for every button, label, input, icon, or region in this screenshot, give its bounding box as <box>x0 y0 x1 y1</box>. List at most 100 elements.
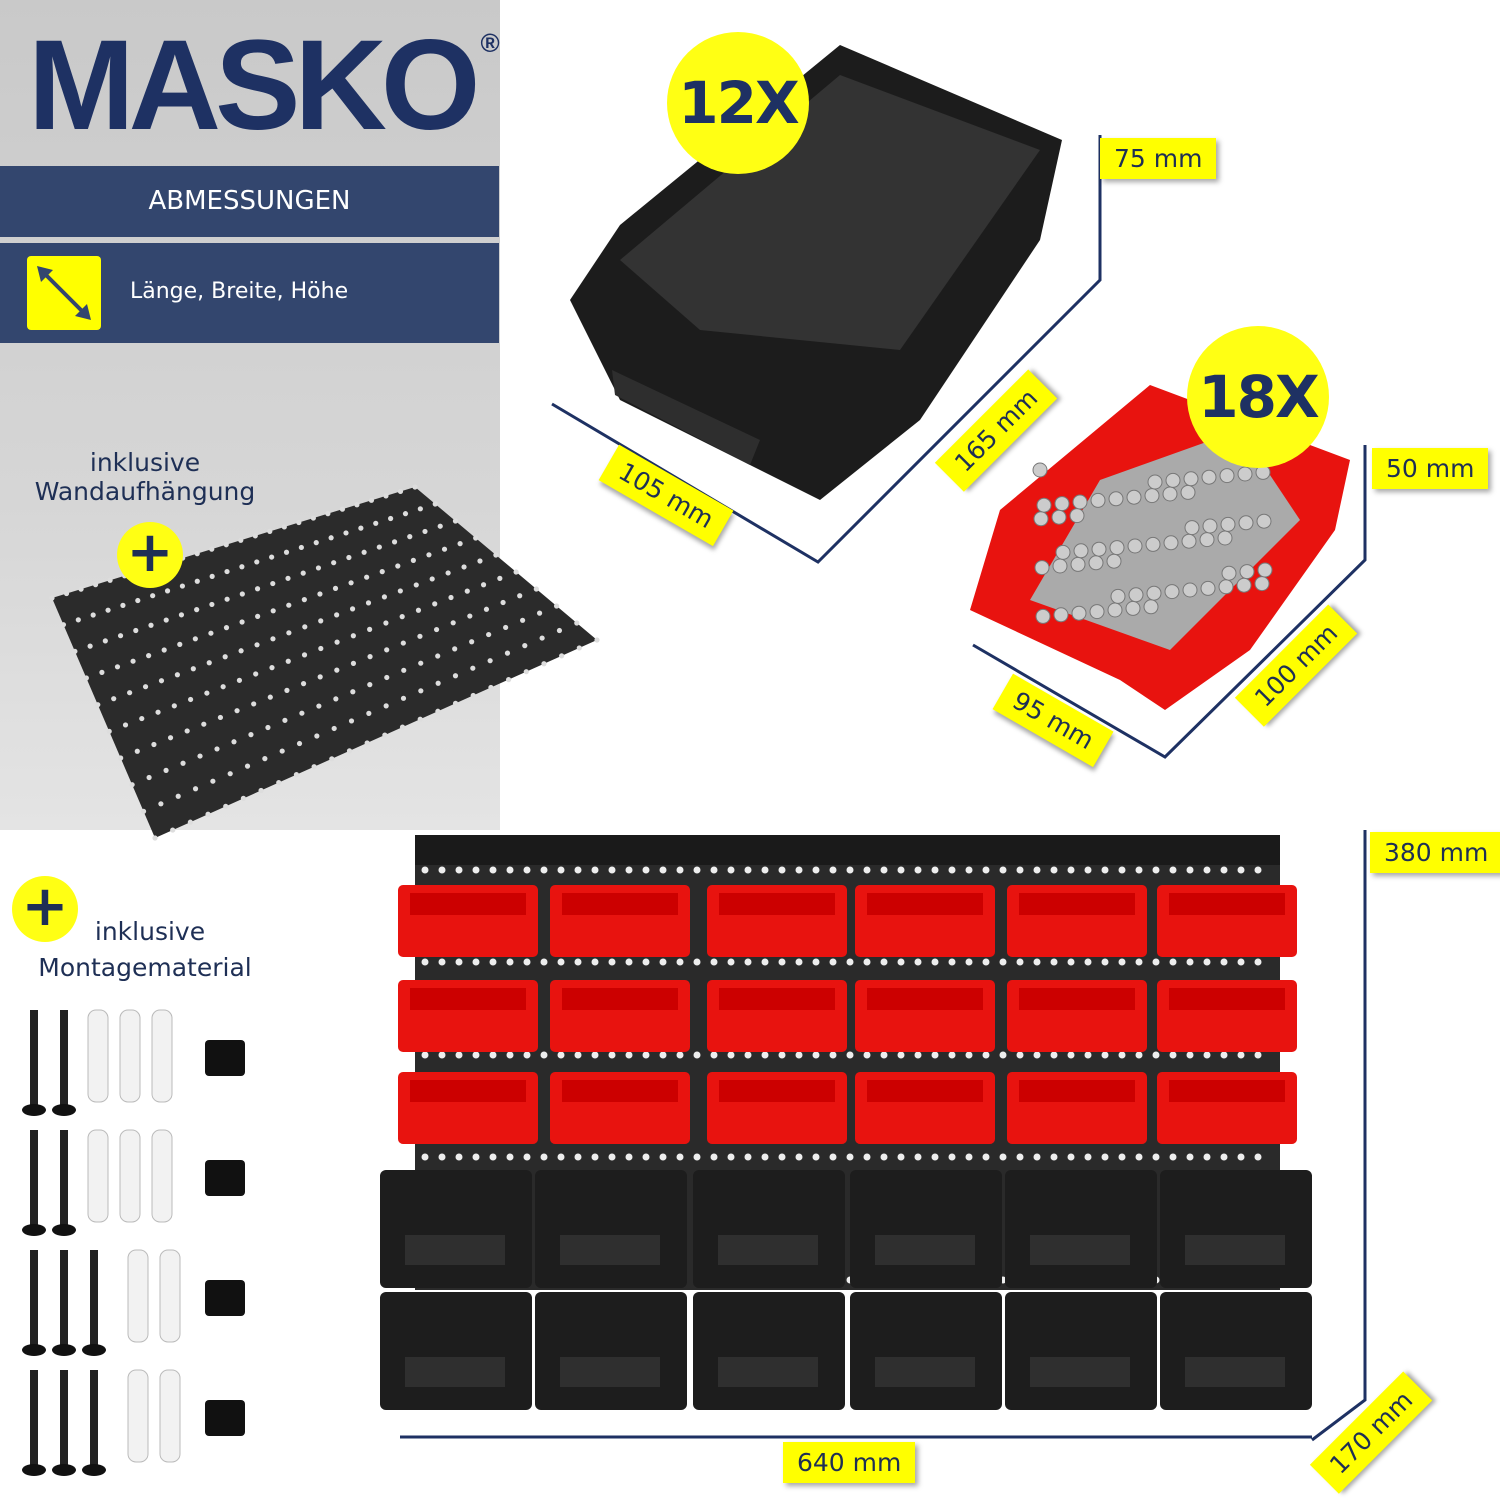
pegboard-hole <box>418 688 424 694</box>
pegboard-hole <box>204 690 210 696</box>
red-bin-rim <box>562 988 678 1010</box>
hex-nut <box>1219 468 1235 484</box>
hex-nut <box>1145 536 1161 552</box>
wall-hole <box>727 1051 735 1059</box>
pegboard-hole <box>500 599 506 606</box>
pegboard-hole <box>400 640 406 646</box>
wall-hole <box>727 866 735 874</box>
wall-hole <box>1186 866 1194 874</box>
screw <box>60 1370 68 1465</box>
pegboard-hole <box>238 537 244 543</box>
pegboard-hole <box>150 593 156 599</box>
wall-hole <box>557 958 565 966</box>
wall-hole <box>642 1051 650 1059</box>
pegboard-hole <box>574 620 580 626</box>
screw <box>60 1010 68 1105</box>
hex-nut <box>1221 565 1237 581</box>
pegboard-hole <box>151 741 157 748</box>
wall-hole <box>761 1051 769 1059</box>
pegboard-hole <box>504 650 511 656</box>
wall-hole <box>540 866 548 874</box>
wall-hole <box>1237 866 1245 874</box>
pegboard-hole <box>192 636 198 642</box>
wall-hole <box>1237 1051 1245 1059</box>
pegboard-hole <box>102 638 108 644</box>
black-bin-front <box>875 1357 975 1387</box>
black-bin-count-badge: 12X <box>667 32 809 174</box>
screw-head <box>22 1224 46 1236</box>
wall-hole <box>846 1153 854 1161</box>
diagonal-arrow-icon <box>27 256 101 330</box>
screw-head <box>82 1344 106 1356</box>
wall-hole <box>421 958 429 966</box>
pegboard-hole <box>118 755 124 761</box>
pegboard-hole <box>367 682 373 688</box>
pegboard-hole <box>486 631 492 638</box>
wall-hole <box>1101 958 1109 966</box>
pegboard-hole <box>539 635 545 641</box>
pegboard-hole <box>239 591 245 597</box>
wall-hole <box>931 1051 939 1059</box>
plus-icon: + <box>12 876 78 942</box>
black-bin-interior <box>620 75 1040 350</box>
black-bin-front <box>875 1235 975 1265</box>
pegboard-hole <box>208 630 214 636</box>
wall-hole <box>744 958 752 966</box>
wall-hole <box>1084 1153 1092 1161</box>
pegboard-hole <box>477 558 483 564</box>
pegboard-hole <box>417 506 423 512</box>
wall-hole <box>795 1051 803 1059</box>
wall-hole <box>744 1051 752 1059</box>
wall-hole <box>897 1051 905 1059</box>
hex-nut <box>1035 608 1051 624</box>
black-wall-bin <box>1160 1292 1312 1410</box>
wall-hole <box>1101 866 1109 874</box>
pegboard-hole <box>75 617 81 623</box>
pegboard-hole <box>367 626 373 632</box>
pegboard-hole <box>105 607 111 613</box>
pegboard-hole <box>533 586 539 592</box>
wall-plug <box>119 1009 141 1103</box>
wall-hole <box>1220 866 1228 874</box>
red-bin-rim <box>867 1080 983 1102</box>
pegboard-hole <box>407 534 413 540</box>
wall-hole <box>574 1051 582 1059</box>
pegboard-hole <box>383 703 389 709</box>
pegboard-hole <box>299 710 305 716</box>
hex-nut <box>1256 513 1272 529</box>
wall-hole <box>846 866 854 874</box>
hex-nut <box>1146 585 1162 601</box>
wall-plug <box>127 1369 149 1463</box>
screw <box>90 1250 98 1345</box>
pegboard-hole <box>171 703 177 709</box>
red-bin-rim <box>562 893 678 915</box>
wall-hole <box>761 1153 769 1161</box>
red-bin-rim <box>410 893 526 915</box>
hex-nut <box>1218 579 1234 595</box>
wall-hole <box>523 866 531 874</box>
hex-nut <box>1052 558 1068 574</box>
pegboard-hole <box>178 612 185 618</box>
wall-hole <box>540 1153 548 1161</box>
black-bin-lip <box>612 370 760 465</box>
screw-head <box>22 1344 46 1356</box>
pegboard-hole <box>194 607 200 613</box>
wall-hole <box>965 866 973 874</box>
wall-hole <box>1033 958 1041 966</box>
pegboard-hole <box>175 793 181 799</box>
wall-hole <box>489 1051 497 1059</box>
pegboard-hole <box>293 772 300 778</box>
pegboard-hole <box>279 748 285 754</box>
pegboard-hole <box>209 573 215 580</box>
black-wall-bin <box>380 1170 532 1288</box>
pegboard-hole <box>192 786 199 792</box>
wall-hole <box>1220 958 1228 966</box>
pegboard-hole <box>497 575 503 581</box>
pegboard-hole <box>239 619 245 625</box>
wall-hole <box>608 1051 616 1059</box>
pegboard-hole <box>328 535 334 541</box>
pegboard-hole <box>281 524 287 530</box>
wall-hole <box>1220 1153 1228 1161</box>
wall-hole <box>727 1153 735 1161</box>
